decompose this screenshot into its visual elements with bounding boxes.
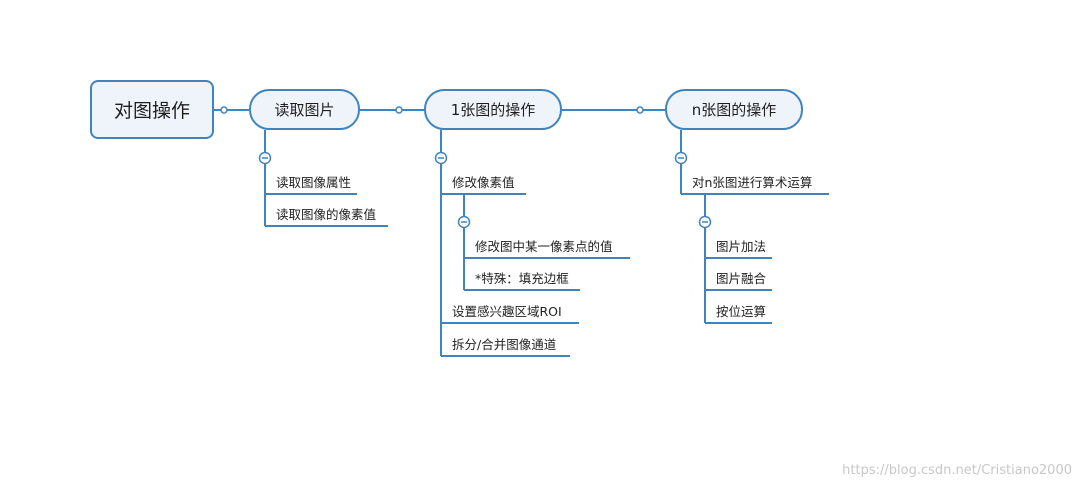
subtopic-fill-border[interactable]: *特殊：填充边框: [475, 271, 569, 286]
collapse-toggles: [258, 151, 712, 229]
subtopic-roi[interactable]: 设置感兴趣区域ROI: [452, 304, 562, 319]
subtopic-modify-pixel[interactable]: 修改像素值: [452, 175, 515, 190]
collapse-toggle-topic2: [434, 151, 448, 165]
subtopic-split-merge-channels[interactable]: 拆分/合并图像通道: [452, 337, 557, 352]
subtopic-modify-single-pixel[interactable]: 修改图中某一像素点的值: [475, 239, 613, 254]
collapse-toggle-arith: [698, 215, 712, 229]
subtopic-read-pixel-values[interactable]: 读取图像的像素值: [276, 207, 377, 222]
topic-n-image-ops[interactable]: n张图的操作: [665, 89, 803, 130]
collapse-toggle-topic3: [674, 151, 688, 165]
joint-dot: [220, 106, 228, 114]
subtopic-image-add[interactable]: 图片加法: [716, 239, 767, 254]
collapse-toggle-topic1: [258, 151, 272, 165]
topic-read-image[interactable]: 读取图片: [249, 89, 360, 130]
subtopic-image-blend[interactable]: 图片融合: [716, 271, 767, 286]
watermark: https://blog.csdn.net/Cristiano2000: [842, 463, 1072, 478]
collapse-toggle-modify-pixel: [457, 215, 471, 229]
subtopic-arithmetic[interactable]: 对n张图进行算术运算: [692, 175, 813, 190]
subtopic-bitwise[interactable]: 按位运算: [716, 304, 767, 319]
root-node[interactable]: 对图操作: [90, 80, 214, 139]
joint-dot: [395, 106, 403, 114]
joint-dot: [636, 106, 644, 114]
topic-single-image-ops[interactable]: 1张图的操作: [424, 89, 562, 130]
subtopic-read-attributes[interactable]: 读取图像属性: [276, 175, 352, 190]
